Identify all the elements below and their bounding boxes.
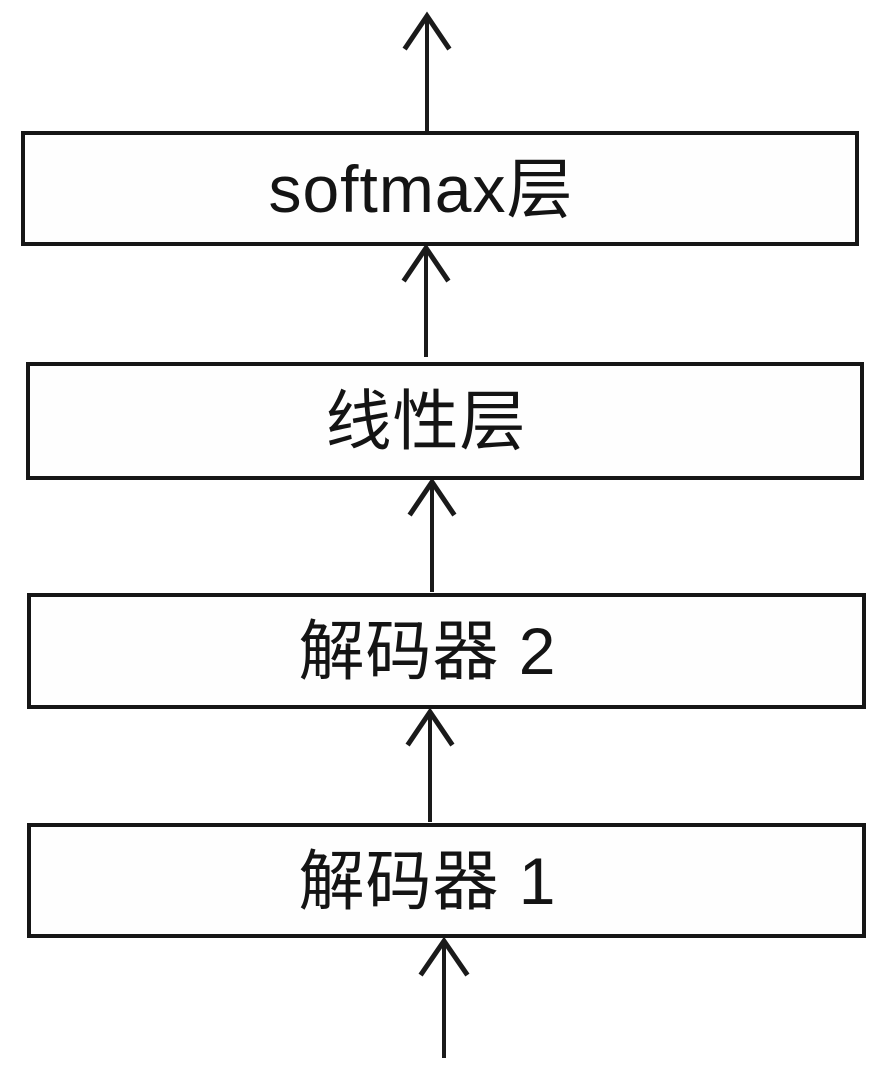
- node-softmax-layer-label: softmax层: [268, 151, 574, 226]
- arrow-decoder2-to-linear-icon: [407, 477, 457, 592]
- node-linear-layer-label: 线性层: [325, 384, 527, 458]
- node-softmax-layer: softmax层: [21, 131, 859, 246]
- node-linear-layer: 线性层: [26, 362, 864, 480]
- node-decoder-1-label: 解码器 1: [298, 843, 557, 918]
- node-decoder-1: 解码器 1: [27, 823, 866, 938]
- node-decoder-2: 解码器 2: [27, 593, 866, 709]
- arrow-softmax-to-output-icon: [402, 11, 452, 131]
- arrow-input-to-decoder1-icon: [418, 936, 470, 1058]
- node-decoder-2-label: 解码器 2: [298, 614, 557, 688]
- arrow-decoder1-to-decoder2-icon: [405, 707, 455, 822]
- arrow-linear-to-softmax-icon: [401, 243, 451, 357]
